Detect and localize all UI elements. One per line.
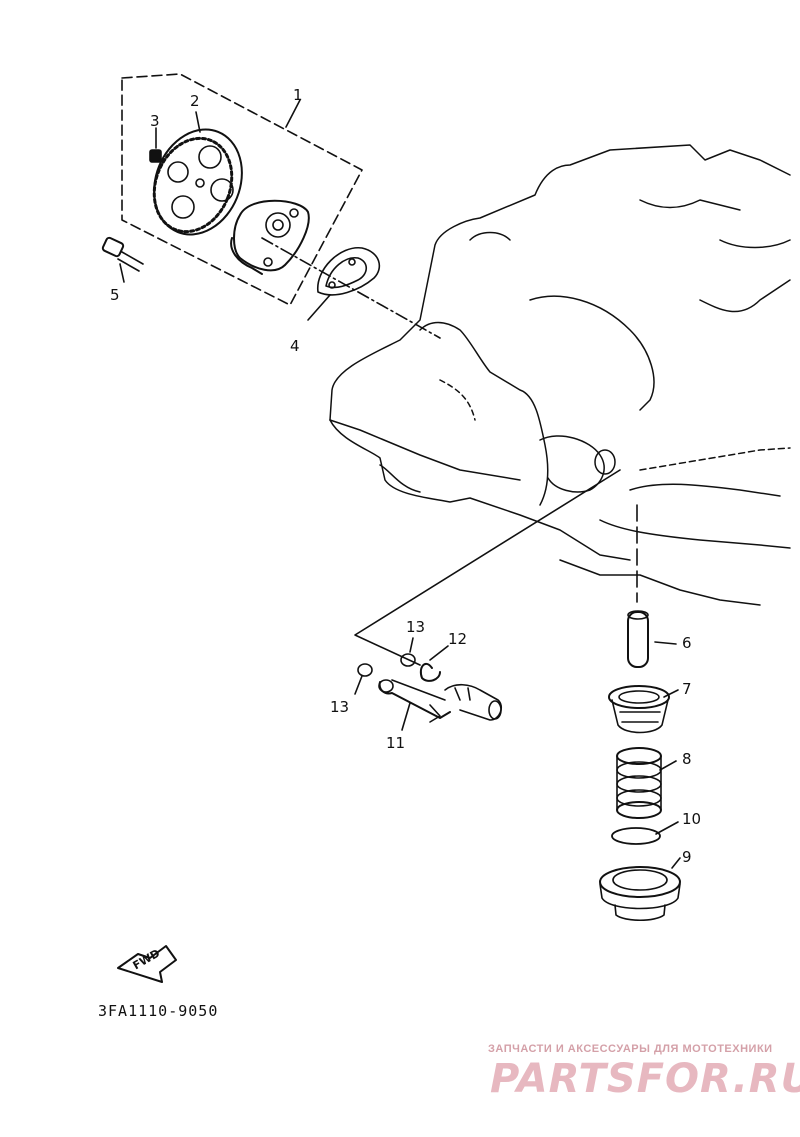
pump-body	[230, 199, 310, 275]
spring	[616, 747, 662, 819]
bolt	[101, 236, 144, 272]
watermark-tagline: ЗАПЧАСТИ И АКСЕССУАРЫ ДЛЯ МОТОТЕХНИКИ	[488, 1043, 773, 1055]
callout-10: 10	[682, 810, 702, 828]
circlip	[419, 662, 441, 682]
o-ring-small-left	[357, 663, 373, 677]
nut	[149, 149, 162, 163]
assembly-outline	[121, 73, 363, 306]
callout-4: 4	[290, 337, 300, 355]
o-ring	[611, 827, 661, 845]
callout-3: 3	[150, 112, 160, 130]
fwd-arrow	[117, 945, 177, 983]
o-ring-small-right	[400, 653, 416, 667]
callout-1: 1	[293, 86, 303, 104]
gasket	[317, 247, 381, 296]
crankcase	[329, 144, 791, 606]
oil-pipe	[378, 679, 502, 723]
strainer-cap	[608, 685, 670, 734]
callout-11: 11	[386, 734, 406, 752]
callout-7: 7	[682, 680, 692, 698]
pipe	[627, 610, 649, 668]
callout-12: 12	[448, 630, 468, 648]
callout-2: 2	[190, 92, 200, 110]
drain-plug	[599, 866, 681, 922]
callout-5: 5	[110, 286, 120, 304]
pump-gear	[152, 128, 243, 236]
callout-6: 6	[682, 634, 692, 652]
watermark-logo: PARTSFOR.RU	[490, 1056, 800, 1102]
callout-13-left: 13	[330, 698, 350, 716]
callout-8: 8	[682, 750, 692, 768]
drawing-code: 3FA1110-9050	[98, 1002, 219, 1020]
callout-13-top: 13	[406, 618, 426, 636]
callout-9: 9	[682, 848, 692, 866]
